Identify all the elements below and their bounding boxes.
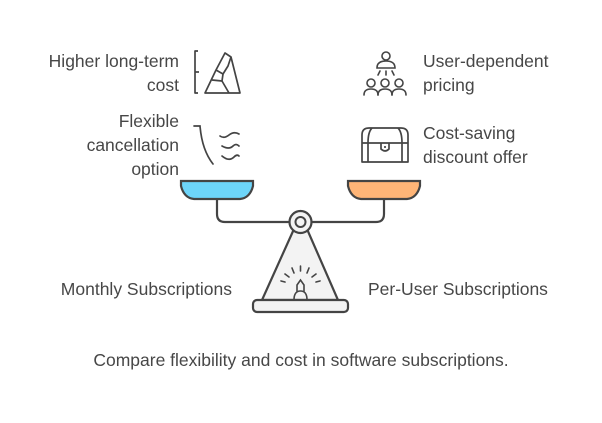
scale-base [251, 298, 350, 314]
item-flexible-cancellation: Flexible cancellation option [87, 109, 179, 181]
left-arm [215, 199, 290, 224]
item-higher-long-term-cost: Higher long-term cost [49, 49, 179, 97]
diagram-caption: Compare flexibility and cost in software… [93, 350, 509, 370]
item-cost-saving-discount: Cost-saving discount offer [423, 121, 528, 169]
right-pan [346, 179, 422, 201]
item-user-dependent-pricing: User-dependent pricing [423, 49, 549, 97]
left-side-label: Monthly Subscriptions [60, 279, 232, 299]
pivot-inner [294, 216, 307, 228]
iceberg-icon [194, 50, 241, 94]
beacon-icon [280, 265, 321, 301]
item-label-line: option [131, 159, 179, 179]
scale-stand [260, 227, 340, 302]
item-label-line: Higher long-term [48, 51, 179, 71]
item-label-line: Flexible [118, 111, 179, 131]
item-label-line: cost [146, 75, 179, 95]
item-label-line: cancellation [86, 135, 179, 155]
item-label-line: discount offer [423, 147, 528, 167]
item-label-line: Cost-saving [423, 123, 516, 143]
left-pan [179, 179, 255, 201]
user-distribution-icon [363, 51, 407, 96]
item-label-line: User-dependent [423, 51, 549, 71]
treasure-chest-icon [361, 127, 409, 163]
right-arm [311, 199, 386, 224]
item-label-line: pricing [423, 75, 475, 95]
waves-icon [193, 125, 240, 165]
right-side-label: Per-User Subscriptions [368, 279, 548, 299]
